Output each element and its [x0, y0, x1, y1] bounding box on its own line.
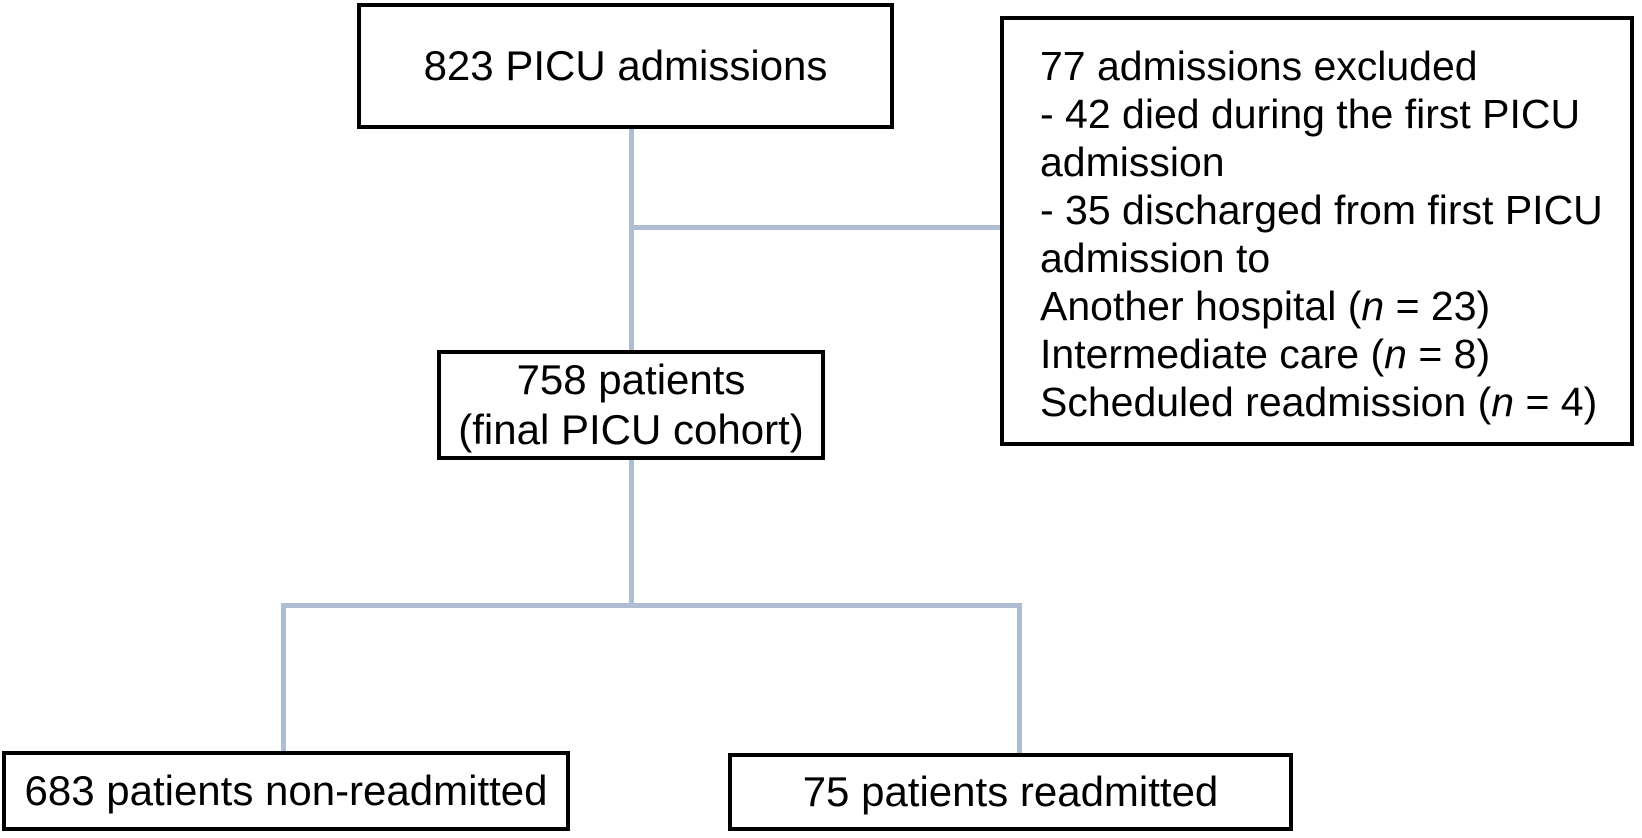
- exclusion-line-text: - 35 discharged from first PICU: [1040, 187, 1603, 233]
- exclusion-line-text: Another hospital (: [1040, 283, 1362, 329]
- connector-to-exclusion-box: [629, 225, 1002, 230]
- exclusion-box: 77 admissions excluded - 42 died during …: [1000, 16, 1634, 446]
- exclusion-line-scheduled-readmission: Scheduled readmission (n = 4): [1040, 378, 1597, 426]
- exclusion-line-italic-n: n: [1491, 379, 1515, 425]
- connector-cohort-to-branch: [629, 459, 634, 606]
- exclusion-line-another-hospital: Another hospital (n = 23): [1040, 282, 1490, 330]
- exclusion-line-text: = 23): [1384, 283, 1491, 329]
- non-readmitted-box: 683 patients non-readmitted: [2, 751, 570, 831]
- exclusion-line-italic-n: n: [1384, 331, 1407, 377]
- exclusion-line-total: 77 admissions excluded: [1040, 42, 1478, 90]
- final-cohort-caption: (final PICU cohort): [458, 406, 804, 453]
- exclusion-line-intermediate-care: Intermediate care (n = 8): [1040, 330, 1490, 378]
- connector-branch-horizontal: [281, 603, 1022, 608]
- picu-admissions-label: 823 PICU admissions: [423, 42, 828, 89]
- non-readmitted-label: 683 patients non-readmitted: [24, 767, 548, 814]
- exclusion-line-text: admission: [1040, 139, 1225, 185]
- exclusion-line-discharged: - 35 discharged from first PICU: [1040, 186, 1603, 234]
- connector-branch-to-non-readmitted: [281, 603, 286, 753]
- connector-branch-to-readmitted: [1017, 603, 1022, 755]
- readmitted-box: 75 patients readmitted: [728, 753, 1293, 831]
- final-cohort-box: 758 patients (final PICU cohort): [437, 350, 825, 460]
- final-cohort-count: 758 patients: [516, 356, 746, 403]
- exclusion-line-text: = 8): [1406, 331, 1491, 377]
- exclusion-line-died-wrap: admission: [1040, 138, 1225, 186]
- exclusion-line-italic-n: n: [1361, 283, 1385, 329]
- readmitted-label: 75 patients readmitted: [802, 768, 1219, 815]
- exclusion-line-died: - 42 died during the first PICU: [1040, 90, 1580, 138]
- picu-admissions-box: 823 PICU admissions: [357, 3, 894, 129]
- exclusion-line-text: admission to: [1040, 235, 1271, 281]
- exclusion-line-text: - 42 died during the first PICU: [1040, 91, 1581, 137]
- exclusion-line-text: = 4): [1514, 379, 1598, 425]
- exclusion-line-text: Scheduled readmission (: [1040, 379, 1492, 425]
- exclusion-line-text: 77 admissions excluded: [1040, 43, 1478, 89]
- exclusion-line-text: Intermediate care (: [1040, 331, 1385, 377]
- connector-admissions-to-cohort: [629, 129, 634, 351]
- exclusion-line-discharged-wrap: admission to: [1040, 234, 1270, 282]
